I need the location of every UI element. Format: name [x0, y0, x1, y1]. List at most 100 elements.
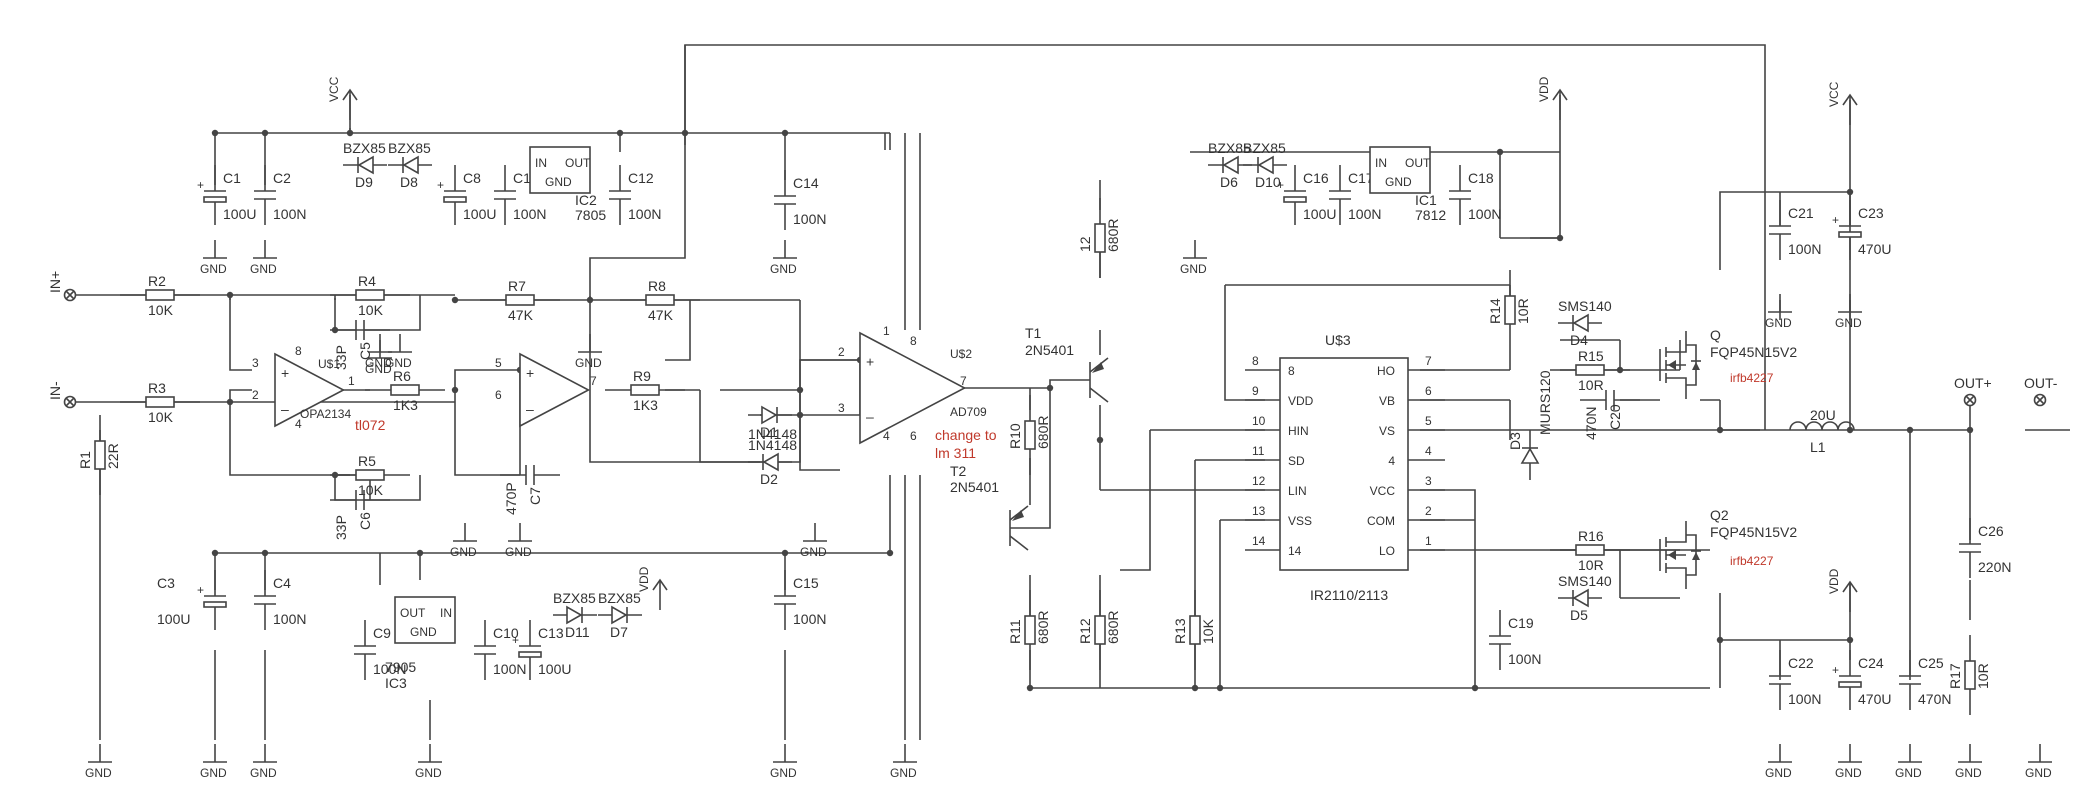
resistor-body [1575, 544, 1605, 556]
resistor-body [94, 440, 106, 470]
gnd-label: GND [450, 545, 477, 559]
driver-ref: U$3 [1325, 332, 1351, 348]
capacitor-c12: C12 100N [609, 165, 661, 225]
gnd-symbol: GND [770, 240, 797, 276]
wire [699, 390, 760, 463]
opamp-note: lm 311 [935, 445, 976, 461]
capacitor-ref: C19 [1508, 615, 1534, 631]
junction-dot [261, 129, 269, 137]
inductor-value: 20U [1810, 407, 1836, 423]
resistor-body [645, 294, 675, 306]
diode-body [611, 605, 628, 625]
capacitor-value: 100U [157, 611, 190, 627]
capacitor-value: 470N [1918, 691, 1951, 707]
gnd-label: GND [1835, 766, 1862, 780]
junction-dot [1846, 426, 1854, 434]
gnd-symbol: GND [890, 744, 917, 780]
resistor-body [355, 289, 385, 301]
mosfet-ref: Q2 [1710, 507, 1729, 523]
capacitor-ref: C12 [628, 170, 654, 186]
pin-number: 11 [1252, 444, 1265, 458]
gnd-label: GND [575, 356, 602, 370]
mosfet-note: irfb4227 [1730, 371, 1774, 385]
pin-number: 2 [838, 345, 845, 359]
gnd-label: GND [200, 766, 227, 780]
diode-value: BZX85 [343, 140, 386, 156]
capacitor-value: 100U [1303, 206, 1336, 222]
capacitor-ref: C2 [273, 170, 291, 186]
pin-label: IN [535, 156, 547, 170]
capacitor-value: 100N [628, 206, 661, 222]
resistor-ref: R2 [148, 273, 166, 289]
port-terminal: IN+ [47, 271, 77, 302]
gnd-label: GND [770, 766, 797, 780]
diode-body [1572, 313, 1589, 333]
resistor-value: 10R [1975, 663, 1991, 689]
gnd-label: GND [415, 766, 442, 780]
mosfet-value: FQP45N15V2 [1710, 344, 1797, 360]
pin-number: 6 [1425, 384, 1432, 398]
svg-text:+: + [437, 178, 444, 192]
capacitor-ref: C8 [463, 170, 481, 186]
svg-text:+: + [197, 583, 204, 597]
junction-dot [1191, 684, 1199, 692]
junction-dot [1046, 384, 1054, 392]
junction-dot [451, 296, 459, 304]
resistor-value: 10K [358, 302, 384, 318]
resistor-ref: R6 [393, 368, 411, 384]
resistor-ref: 12 [1077, 236, 1093, 252]
junction-dot [1716, 426, 1724, 434]
resistor-value: 1K3 [393, 397, 418, 413]
capacitor-ref: C25 [1918, 655, 1944, 671]
junction-dot [796, 386, 804, 394]
capacitor-value: 100N [1348, 206, 1381, 222]
wire [229, 295, 252, 371]
junction-dot [1471, 684, 1479, 692]
diode-ref: D10 [1255, 174, 1281, 190]
diode-value: BZX85 [1243, 140, 1286, 156]
wire [229, 389, 252, 402]
gnd-label: GND [1955, 766, 1982, 780]
pin-label: GND [1385, 175, 1412, 189]
mosfet-ref: Q [1710, 327, 1721, 343]
gate-driver-u3: U$3IR2110/2113889VDD10HIN11SD12LIN13VSS1… [1245, 332, 1445, 603]
gnd-symbol: GND [1955, 744, 1982, 780]
driver-part: IR2110/2113 [1310, 587, 1388, 603]
supply-arrow: VCC [1827, 81, 1858, 125]
resistor-body [630, 384, 660, 396]
pin-number: 2 [252, 388, 259, 402]
capacitor-value: 100U [463, 206, 496, 222]
capacitor-ref: C24 [1858, 655, 1884, 671]
pin-name: HIN [1288, 424, 1309, 438]
gnd-label: GND [1835, 316, 1862, 330]
gnd-symbol: GND [250, 240, 277, 276]
port-terminal: OUT- [2024, 375, 2058, 407]
regulator-ref: IC2 [575, 192, 597, 208]
supply-label: VDD [1827, 568, 1841, 594]
svg-text:+: + [1277, 178, 1284, 192]
wire [1719, 191, 1850, 270]
supply-label: VDD [1537, 76, 1551, 102]
pin-label: IN [440, 606, 452, 620]
resistor-value: 680R [1035, 416, 1051, 449]
diode-value: MURS120 [1537, 370, 1553, 435]
port-label: OUT- [2024, 375, 2058, 391]
junction-dot [451, 386, 459, 394]
